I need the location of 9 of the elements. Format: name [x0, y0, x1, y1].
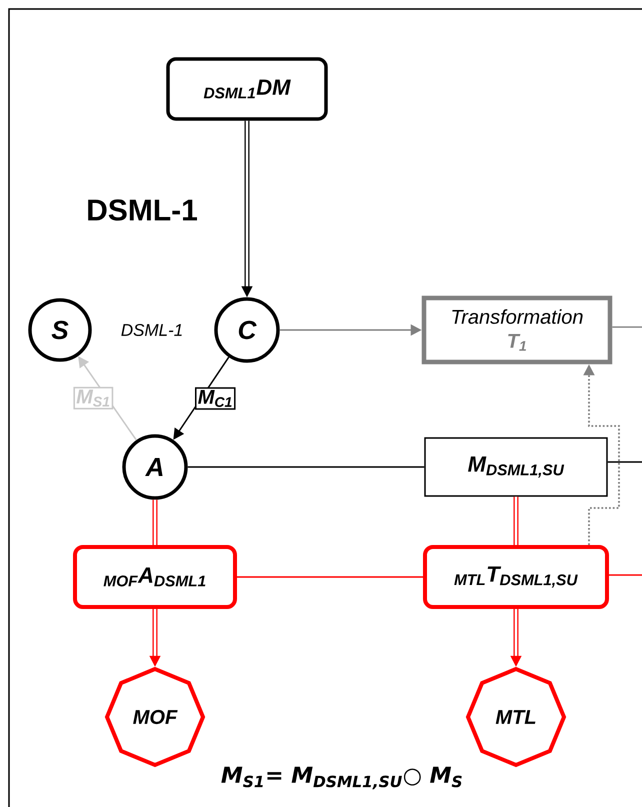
mapping-box: M$_{DSML1,SU}$ — [424, 437, 608, 497]
formula-text: M$_{S1}$= M$_{DSML1,SU}$○ M$_{S}$ — [221, 766, 462, 790]
artifact-box: $_{MTL}$T$_{DSML1,SU}$ — [423, 545, 609, 609]
model-box: $_{DSML1}$DM — [166, 57, 328, 121]
heading: DSML-1 — [88, 199, 197, 221]
edge-label: M$_{C1}$ — [195, 387, 236, 410]
label-text: DSML-1 — [121, 324, 182, 336]
artifact-box: $_{MOF}$A$_{DSML1}$ — [73, 545, 237, 609]
transformation-box: Transformation T$_{1}$ — [422, 296, 612, 364]
